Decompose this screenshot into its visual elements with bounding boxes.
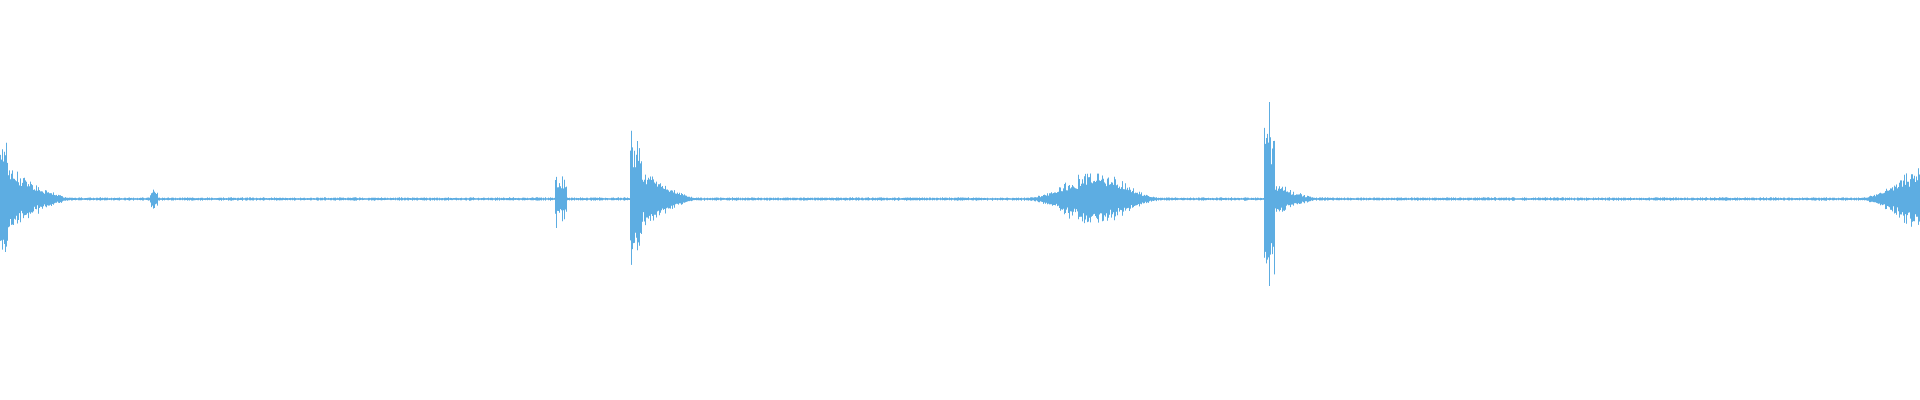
- waveform-amplitude-bars: [0, 102, 1920, 286]
